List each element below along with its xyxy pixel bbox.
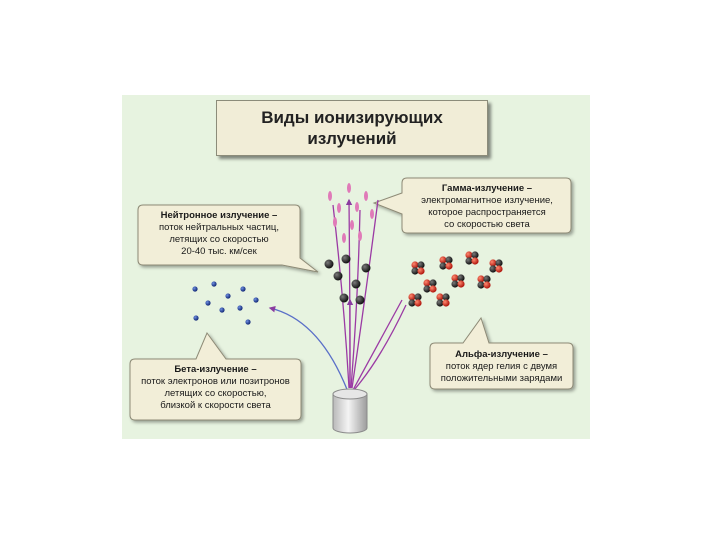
gamma-line: которое распространяется bbox=[428, 207, 546, 218]
alpha-particles bbox=[408, 251, 503, 307]
title-line-1: Виды ионизирующих bbox=[261, 108, 443, 127]
ray-alpha-2 bbox=[353, 304, 407, 391]
page-title: Виды ионизирующих излучений bbox=[216, 100, 488, 156]
neutron-callout-text: Нейтронное излучение – поток нейтральных… bbox=[139, 210, 299, 258]
helium-nucleus bbox=[436, 293, 450, 307]
gamma-quantum bbox=[333, 217, 337, 227]
neutron bbox=[339, 293, 349, 303]
gamma-quantum bbox=[355, 202, 359, 212]
electron bbox=[205, 300, 211, 306]
helium-nucleus bbox=[439, 256, 453, 270]
neutron-callout bbox=[137, 204, 319, 273]
gamma-quanta bbox=[328, 183, 374, 243]
electron bbox=[237, 305, 243, 311]
electron bbox=[192, 286, 198, 292]
neutron bbox=[361, 263, 371, 273]
alpha-callout-text: Альфа-излучение – поток ядер гелия с дву… bbox=[431, 349, 572, 385]
neutron bbox=[341, 254, 351, 264]
gamma-quantum bbox=[342, 233, 346, 243]
helium-nucleus bbox=[411, 261, 425, 275]
alpha-line: положительными зарядами bbox=[440, 373, 563, 384]
neutron-line: летящих со скоростью bbox=[169, 234, 269, 245]
neutron bbox=[324, 259, 334, 269]
electron bbox=[245, 319, 251, 325]
beta-line: близкой к скорости света bbox=[160, 400, 271, 411]
alpha-line: поток ядер гелия с двумя bbox=[445, 361, 558, 372]
beta-line: летящих со скоростью, bbox=[164, 388, 267, 399]
gamma-callout bbox=[372, 177, 572, 234]
neutron bbox=[333, 271, 343, 281]
gamma-quantum bbox=[370, 209, 374, 219]
gamma-quantum bbox=[347, 183, 351, 193]
gamma-quantum bbox=[328, 191, 332, 201]
gamma-line: электромагнитное излучение, bbox=[421, 195, 553, 206]
neutron-line: поток нейтральных частиц, bbox=[159, 222, 279, 233]
neutron-particles bbox=[324, 254, 371, 305]
gamma-callout-text: Гамма-излучение – электромагнитное излуч… bbox=[404, 183, 570, 231]
beta-callout bbox=[129, 331, 302, 421]
helium-nucleus bbox=[423, 279, 437, 293]
electron bbox=[240, 286, 246, 292]
electron bbox=[225, 293, 231, 299]
beta-line: поток электронов или позитронов bbox=[141, 376, 290, 387]
beta-particles bbox=[192, 281, 259, 325]
ray-alpha-1 bbox=[352, 299, 403, 391]
radiation-source bbox=[332, 388, 368, 434]
alpha-callout bbox=[429, 316, 574, 390]
neutron bbox=[355, 295, 365, 305]
helium-nucleus bbox=[408, 293, 422, 307]
ray-beta bbox=[268, 306, 349, 393]
helium-nucleus bbox=[451, 274, 465, 288]
beta-callout-text: Бета-излучение – поток электронов или по… bbox=[131, 364, 300, 412]
neutron-heading: Нейтронное излучение – bbox=[160, 210, 278, 221]
electron bbox=[219, 307, 225, 313]
alpha-heading: Альфа-излучение – bbox=[455, 349, 548, 360]
helium-nucleus bbox=[465, 251, 479, 265]
gamma-line: со скоростью света bbox=[444, 219, 530, 230]
electron bbox=[253, 297, 259, 303]
helium-nucleus bbox=[489, 259, 503, 273]
gamma-quantum bbox=[358, 231, 362, 241]
helium-nucleus bbox=[477, 275, 491, 289]
gamma-quantum bbox=[350, 220, 354, 230]
gamma-heading: Гамма-излучение – bbox=[441, 183, 533, 194]
beta-heading: Бета-излучение – bbox=[174, 364, 257, 375]
electron bbox=[193, 315, 199, 321]
ray-gamma-4 bbox=[351, 199, 379, 389]
electron bbox=[211, 281, 217, 287]
gamma-quantum bbox=[364, 191, 368, 201]
neutron-line: 20-40 тыс. км/сек bbox=[181, 246, 257, 257]
title-line-2: излучений bbox=[307, 129, 397, 148]
gamma-quantum bbox=[337, 203, 341, 213]
neutron bbox=[351, 279, 361, 289]
